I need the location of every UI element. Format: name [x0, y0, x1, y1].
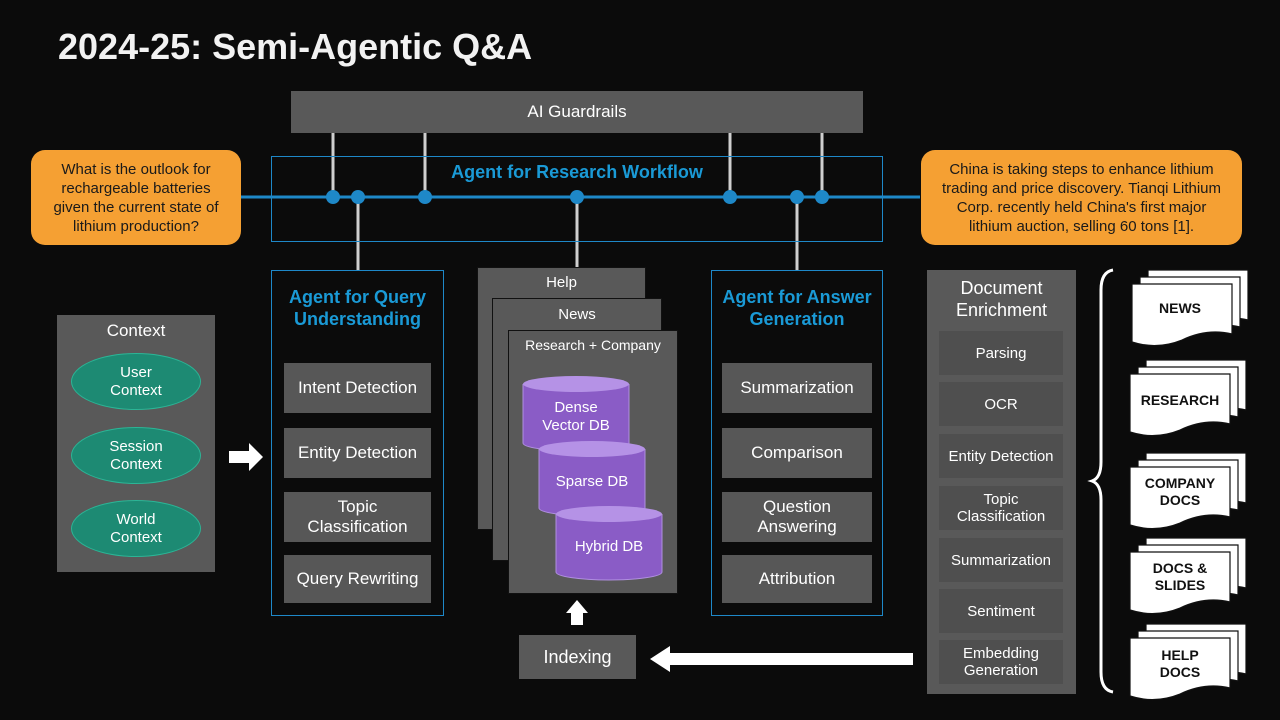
- question-bubble: What is the outlook for rechargeable bat…: [31, 150, 241, 245]
- right-arrow-icon: [229, 443, 263, 471]
- research-workflow-frame: [271, 156, 883, 242]
- entity-detection-box: Entity Detection: [284, 428, 431, 478]
- attribution-box: Attribution: [722, 555, 872, 603]
- help-store-label: Help: [546, 274, 577, 291]
- research-workflow-title: Agent for Research Workflow: [451, 162, 703, 182]
- news-doc-label: NEWS: [1159, 300, 1201, 316]
- up-arrow-icon: [566, 600, 588, 625]
- summarization-box: Summarization: [722, 363, 872, 413]
- workflow-node: [815, 190, 829, 204]
- enrich-ocr-box: OCR: [939, 382, 1063, 426]
- workflow-node: [418, 190, 432, 204]
- enrich-topic-classification-box: Topic Classification: [939, 486, 1063, 530]
- document-enrichment-title: Document Enrichment: [955, 278, 1048, 320]
- dense-vector-db-label: Dense Vector DB: [542, 399, 610, 434]
- answer-agent-frame: [711, 270, 883, 616]
- enrich-entity-detection-box: Entity Detection: [939, 434, 1063, 478]
- query-rewriting-box: Query Rewriting: [284, 555, 431, 603]
- help-docs-label: HELP DOCS: [1159, 647, 1201, 680]
- intent-detection-box: Intent Detection: [284, 363, 431, 413]
- answer-agent-title: Agent for Answer Generation: [722, 287, 872, 329]
- comparison-box: Comparison: [722, 428, 872, 478]
- query-agent-title: Agent for Query Understanding: [288, 287, 426, 329]
- page-title: 2024-25: Semi-Agentic Q&A: [58, 26, 533, 67]
- research-doc-label: RESEARCH: [1140, 392, 1220, 408]
- topic-classification-box: Topic Classification: [284, 492, 431, 542]
- user-context-ellipse: User Context: [71, 353, 201, 410]
- research-company-store-label: Research + Company: [525, 337, 661, 353]
- workflow-node: [351, 190, 365, 204]
- workflow-node: [326, 190, 340, 204]
- world-context-ellipse: World Context: [71, 500, 201, 557]
- question-answering-box: Question Answering: [722, 492, 872, 542]
- ai-guardrails-bar: AI Guardrails: [291, 91, 863, 133]
- session-context-ellipse: Session Context: [71, 427, 201, 484]
- indexing-box: Indexing: [519, 635, 636, 679]
- news-store-label: News: [558, 306, 596, 323]
- docs-slides-label: DOCS & SLIDES: [1152, 560, 1208, 593]
- enrich-summarization-box: Summarization: [939, 538, 1063, 582]
- company-docs-label: COMPANY DOCS: [1144, 475, 1216, 508]
- hybrid-db-label: Hybrid DB: [574, 538, 644, 555]
- enrich-sentiment-box: Sentiment: [939, 589, 1063, 633]
- enrich-parsing-box: Parsing: [939, 331, 1063, 375]
- context-title: Context: [106, 321, 166, 340]
- left-arrow-icon: [650, 646, 913, 672]
- query-agent-frame: [271, 270, 444, 616]
- workflow-node: [790, 190, 804, 204]
- answer-bubble: China is taking steps to enhance lithium…: [921, 150, 1242, 245]
- sparse-db-label: Sparse DB: [555, 473, 629, 490]
- workflow-node: [723, 190, 737, 204]
- curly-brace: [1087, 268, 1114, 694]
- enrich-embedding-generation-box: Embedding Generation: [939, 640, 1063, 684]
- workflow-node: [570, 190, 584, 204]
